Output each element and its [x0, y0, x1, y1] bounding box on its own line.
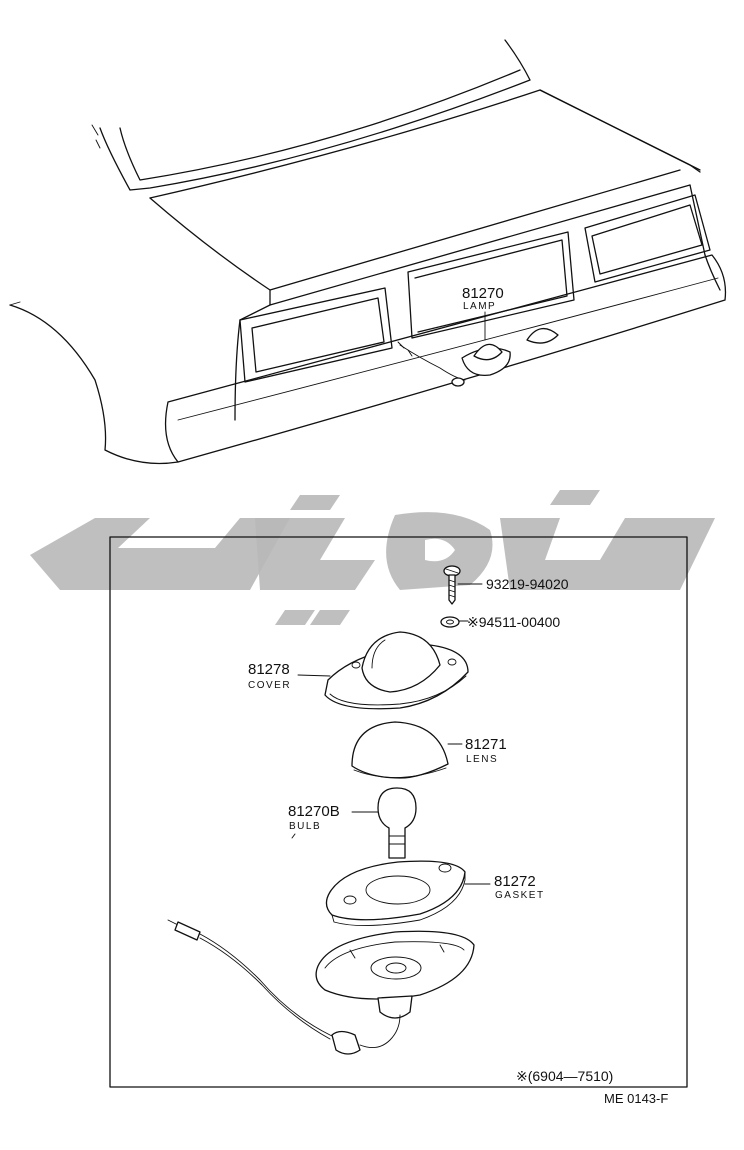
car-rear-illustration	[9, 39, 727, 465]
bulb-part-name: BULB	[289, 821, 321, 832]
tail-lamp-right-inner	[591, 204, 703, 275]
trunk-side-edge	[539, 89, 701, 173]
screw-part-number: 93219-94020	[486, 576, 569, 592]
lamp-part-number: 81270	[462, 285, 504, 302]
watermark-dot-3	[550, 490, 600, 505]
gasket-part-number: 81272	[494, 873, 536, 890]
bulb-part	[351, 787, 417, 859]
watermark-shape-2	[255, 518, 375, 590]
footnote-range: ※(6904—7510)	[516, 1068, 613, 1084]
cover-part-number: 81278	[248, 661, 290, 678]
rear-window-inner	[119, 69, 521, 181]
tail-lamp-left-outer	[239, 287, 393, 383]
wire-harness	[167, 919, 401, 1055]
watermark-logo	[30, 490, 715, 625]
housing-part	[315, 930, 475, 1019]
washer-part-number: ※94511-00400	[467, 614, 560, 630]
tail-lamp-right-outer	[584, 194, 711, 283]
watermark-dots-2	[275, 610, 350, 625]
trunk-lock-bump	[526, 328, 559, 344]
lens-part-number: 81271	[465, 736, 507, 753]
watermark-dot-1	[290, 495, 340, 510]
wire-connector-ticks	[397, 341, 413, 357]
bulb-part-number: 81270B	[288, 803, 340, 820]
installed-lamp-dome	[473, 343, 503, 361]
trunk-lid-crease	[269, 169, 681, 291]
installed-lamp-wire	[399, 344, 466, 381]
cover-part	[297, 631, 469, 710]
bumper-crease	[177, 277, 719, 421]
rear-window-outline	[99, 39, 531, 191]
screw-part	[443, 565, 483, 605]
gasket-part	[325, 860, 491, 926]
left-fender	[9, 304, 179, 465]
lamp-part-name: LAMP	[463, 301, 496, 312]
bulb-tick-mark	[291, 833, 296, 839]
exploded-view-frame	[109, 536, 688, 1088]
lens-part-name: LENS	[466, 754, 498, 765]
cover-part-name: COVER	[248, 680, 291, 691]
watermark-shape-4	[500, 518, 715, 590]
washer-part	[440, 616, 469, 628]
rear-bumper	[164, 254, 727, 463]
license-plate-recess	[407, 231, 575, 339]
watermark-shape-3	[386, 512, 493, 590]
rear-panel-sides	[234, 254, 721, 421]
dash-marks	[91, 124, 101, 149]
tail-lamp-left-inner	[251, 297, 385, 373]
watermark-shape-1	[30, 518, 290, 590]
reference-code: ME 0143-F	[604, 1091, 668, 1106]
fender-tip	[9, 301, 21, 306]
gasket-part-name: GASKET	[495, 890, 545, 901]
lens-part	[351, 721, 463, 779]
trunk-lid-rear	[149, 184, 691, 306]
wire-connector	[451, 377, 465, 387]
rear-panel-corners	[239, 184, 706, 321]
